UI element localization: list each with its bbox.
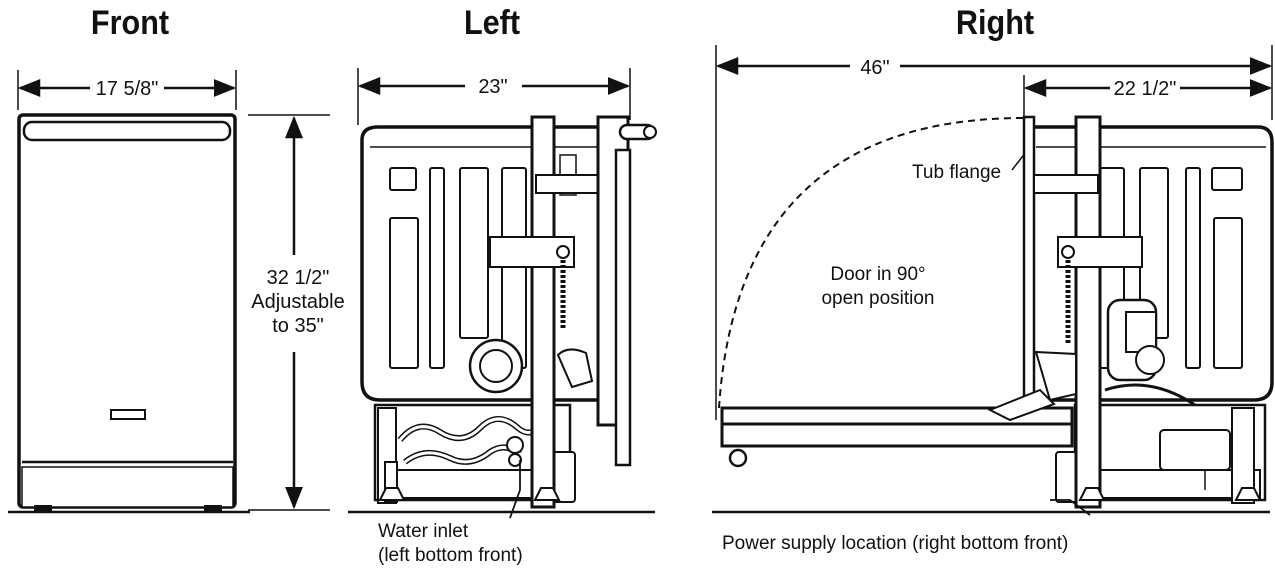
door-swing-arc <box>718 117 1025 409</box>
door-position-label-2: open position <box>821 288 934 309</box>
left-dishwasher <box>360 115 657 509</box>
door-position-label: Door in 90° <box>830 264 925 285</box>
height-adjustable-label: Adjustable <box>251 291 344 313</box>
overall-depth-label: 46" <box>860 57 889 79</box>
height-range-label: to 35" <box>272 315 324 337</box>
right-depth-label: 22 1/2" <box>1114 78 1177 100</box>
front-dishwasher <box>17 113 237 511</box>
front-view-title: Front <box>90 4 170 42</box>
water-inlet-label: Water inlet <box>378 521 469 542</box>
right-view-title: Right <box>955 4 1035 42</box>
tub-flange-label: Tub flange <box>912 162 1001 183</box>
left-depth-label: 23" <box>478 76 507 98</box>
height-label: 32 1/2" <box>267 267 330 289</box>
water-inlet-location-label: (left bottom front) <box>378 545 523 566</box>
toe-kick <box>21 466 234 508</box>
badge-logo <box>110 409 146 420</box>
front-width-label: 17 5/8" <box>96 78 159 100</box>
left-view-title: Left <box>463 4 521 42</box>
power-supply-label: Power supply location (right bottom fron… <box>722 533 1068 554</box>
door-handle <box>22 120 232 142</box>
right-dishwasher <box>720 115 1274 509</box>
